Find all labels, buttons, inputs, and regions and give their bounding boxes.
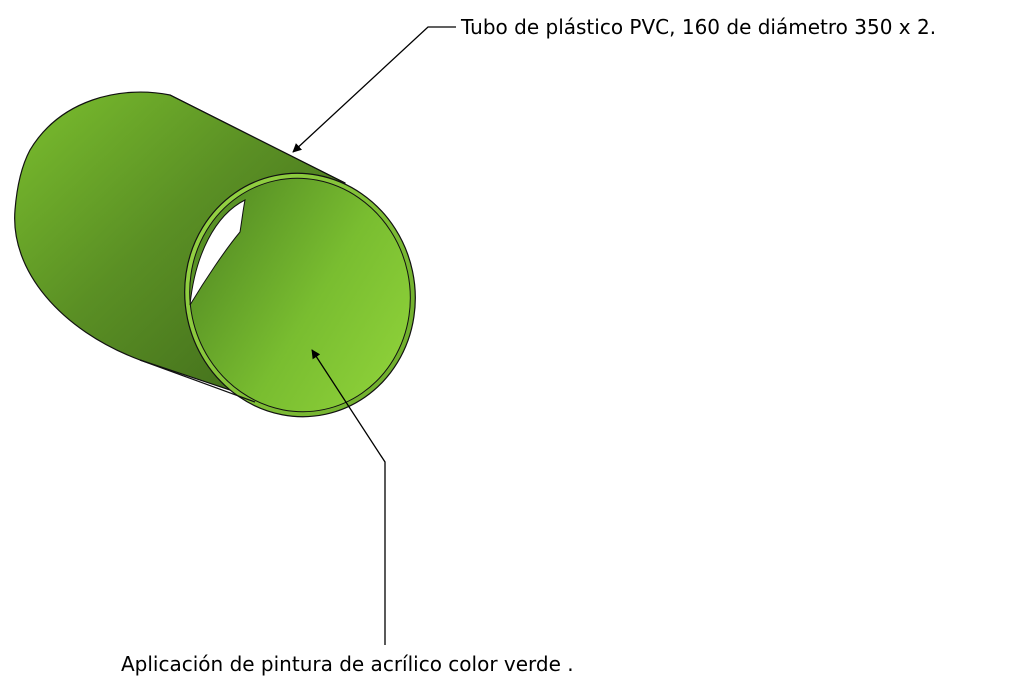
tube-top-edge bbox=[169, 94, 346, 184]
paint-finish-label: Aplicación de pintura de acrílico color … bbox=[121, 652, 574, 676]
tube-body bbox=[14, 91, 416, 418]
tube-leader-line bbox=[292, 26, 456, 153]
tube-material-label: Tubo de plástico PVC, 160 de diámetro 35… bbox=[461, 15, 937, 39]
tube-back-opening bbox=[189, 199, 246, 306]
paint-leader bbox=[311, 349, 386, 645]
tube-inner-surface bbox=[189, 177, 411, 413]
tube-bottom-edge bbox=[139, 359, 256, 403]
paint-leader-line bbox=[311, 349, 386, 645]
tube-leader bbox=[292, 26, 456, 153]
